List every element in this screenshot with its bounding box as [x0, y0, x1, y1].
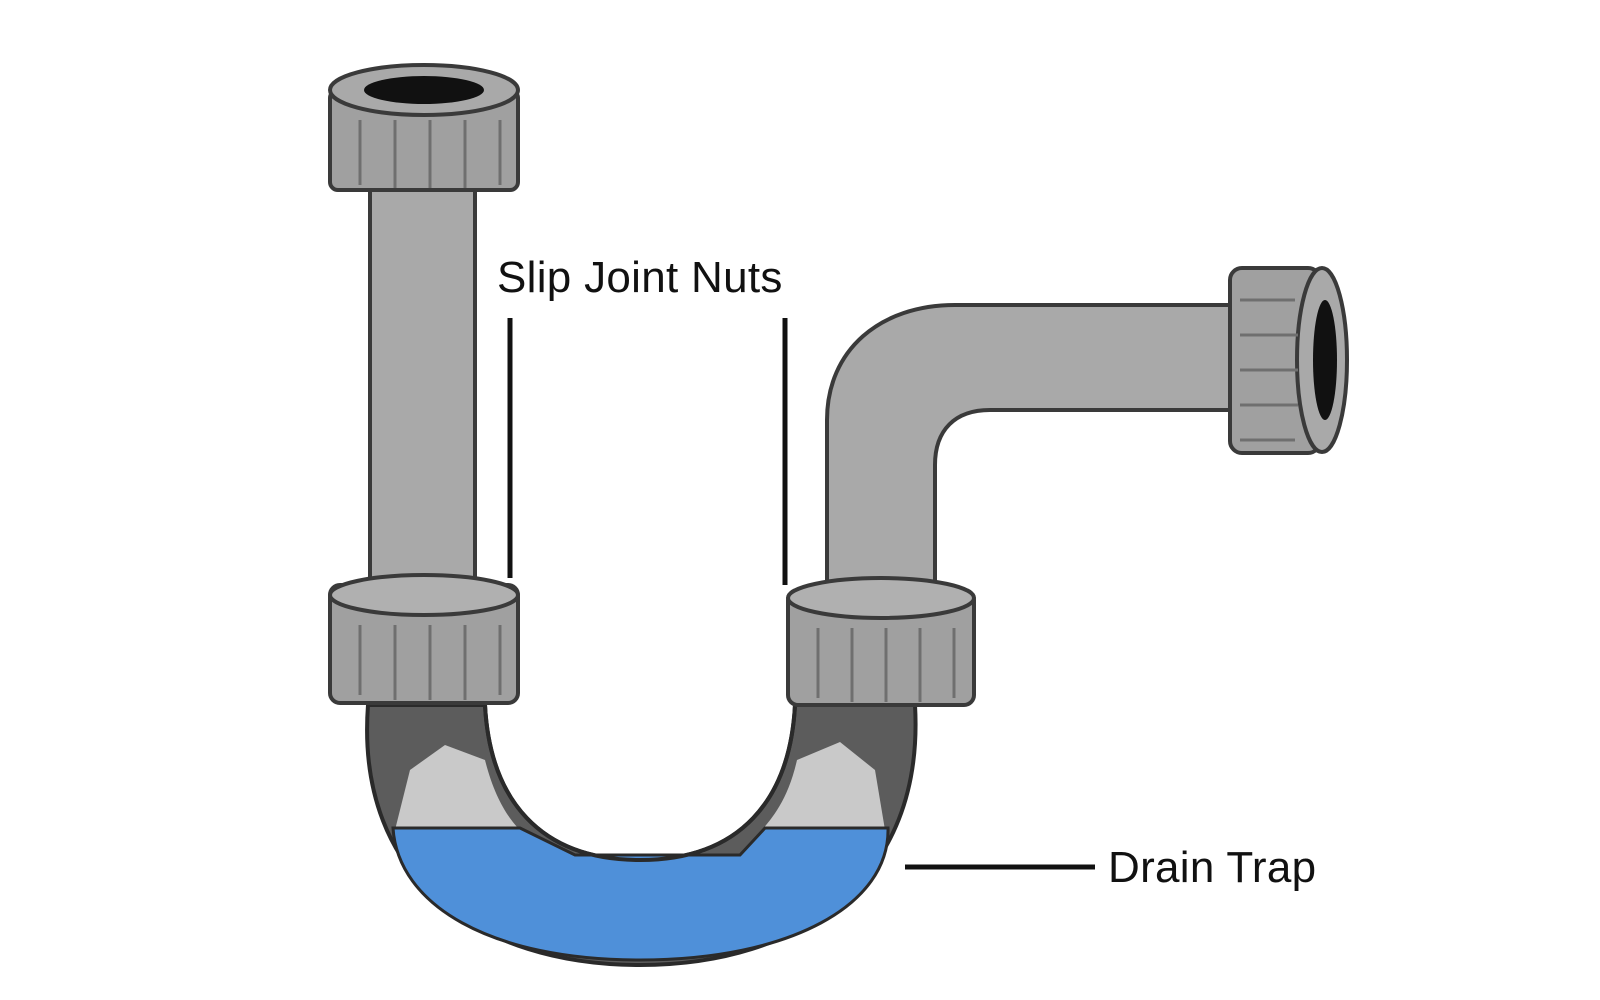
- left-pipe-body: [368, 178, 477, 612]
- bottom-left-nut-rim: [328, 573, 520, 617]
- trap-inner-edge: [483, 704, 797, 863]
- top-left-slip-joint-nut: [328, 63, 520, 192]
- slip-joint-nuts-label: Slip Joint Nuts: [497, 253, 783, 302]
- right-end-nut: [1228, 266, 1349, 455]
- top-pipe-opening: [364, 76, 484, 104]
- elbow-pipe-body: [825, 303, 1242, 602]
- bottom-right-slip-joint-nut: [786, 576, 976, 707]
- bottom-left-slip-joint-nut: [328, 573, 520, 705]
- drain-trap-label: Drain Trap: [1108, 843, 1316, 892]
- bottom-right-nut-rim: [786, 576, 976, 620]
- trap-highlight-left: [395, 745, 520, 830]
- u-bend-trap: [365, 703, 918, 968]
- trap-water: [391, 826, 890, 962]
- left-tailpiece-pipe: [368, 178, 477, 612]
- trap-arm-pipe: [825, 303, 1242, 602]
- right-pipe-opening: [1313, 300, 1337, 420]
- trap-highlight-right: [762, 742, 885, 830]
